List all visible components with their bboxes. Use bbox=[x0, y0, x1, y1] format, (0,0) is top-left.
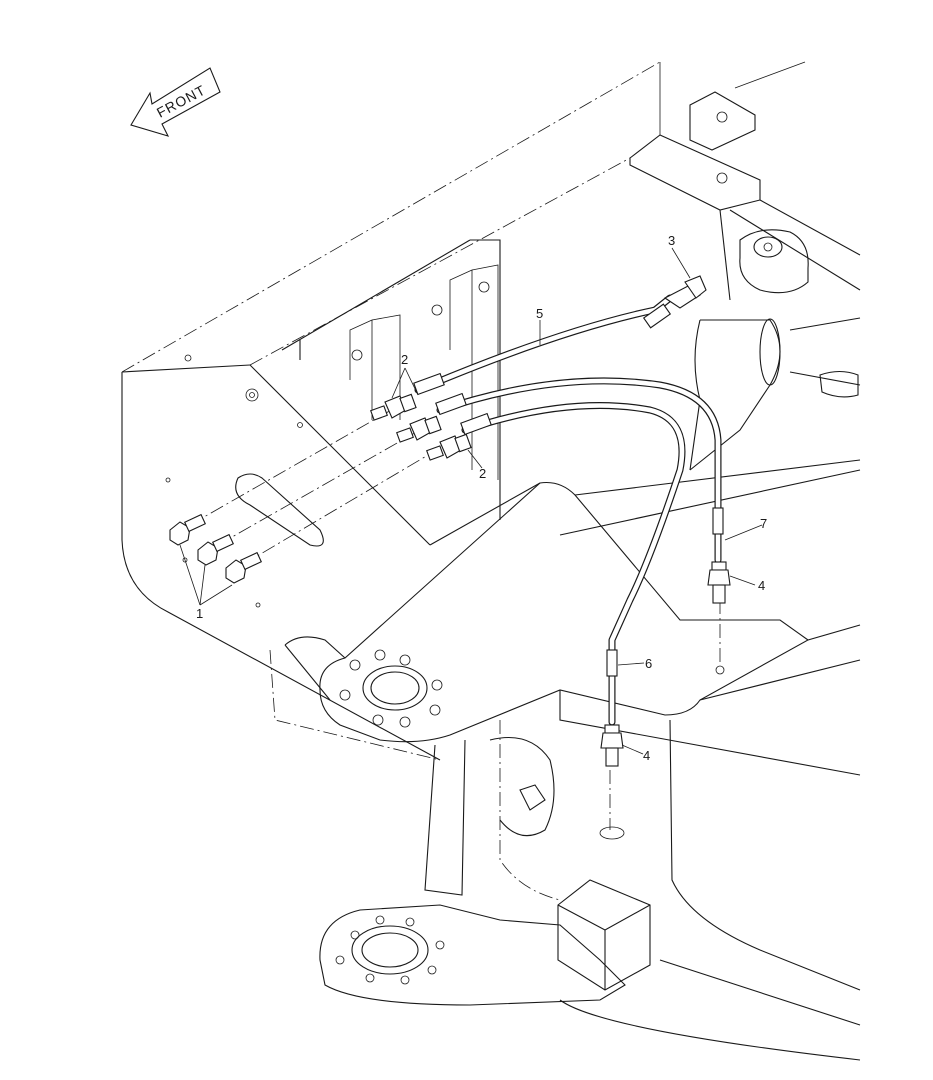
callout-5: 5 bbox=[536, 306, 543, 321]
hose-7 bbox=[436, 377, 722, 564]
front-arrow: FRONT bbox=[130, 67, 221, 137]
lower-column bbox=[319, 719, 861, 1061]
callout-leaders bbox=[179, 247, 763, 755]
callout-4-right: 4 bbox=[758, 578, 765, 593]
front-label: FRONT bbox=[154, 82, 209, 121]
lower-arm-plate bbox=[284, 459, 861, 776]
elbow-fitting-3 bbox=[663, 275, 707, 309]
adapters-2 bbox=[370, 393, 472, 461]
fittings-4 bbox=[600, 561, 731, 767]
fitting-4-right bbox=[707, 561, 731, 604]
grease-nipples-1 bbox=[169, 513, 263, 584]
callout-6: 6 bbox=[645, 656, 652, 671]
callout-2-lower: 2 bbox=[479, 466, 486, 481]
centerlines bbox=[189, 404, 721, 830]
callout-3: 3 bbox=[668, 233, 675, 248]
adapter-2-middle bbox=[396, 415, 442, 443]
adapter-2-lower bbox=[426, 433, 472, 461]
adapter-2-upper bbox=[370, 393, 417, 421]
callout-7: 7 bbox=[760, 516, 767, 531]
upper-pivot-bracket bbox=[629, 61, 861, 398]
hose-ferrules bbox=[413, 303, 724, 677]
hose-6 bbox=[461, 402, 686, 726]
upper-frame bbox=[121, 61, 661, 761]
hose-5 bbox=[414, 294, 674, 394]
fitting-4-left bbox=[600, 724, 624, 767]
grease-nipple-middle bbox=[197, 533, 235, 566]
callout-4-left: 4 bbox=[643, 748, 650, 763]
grease-nipple-upper bbox=[169, 513, 207, 546]
callout-2-upper: 2 bbox=[401, 352, 408, 367]
grease-nipple-lower bbox=[225, 551, 263, 584]
callout-1: 1 bbox=[196, 606, 203, 621]
